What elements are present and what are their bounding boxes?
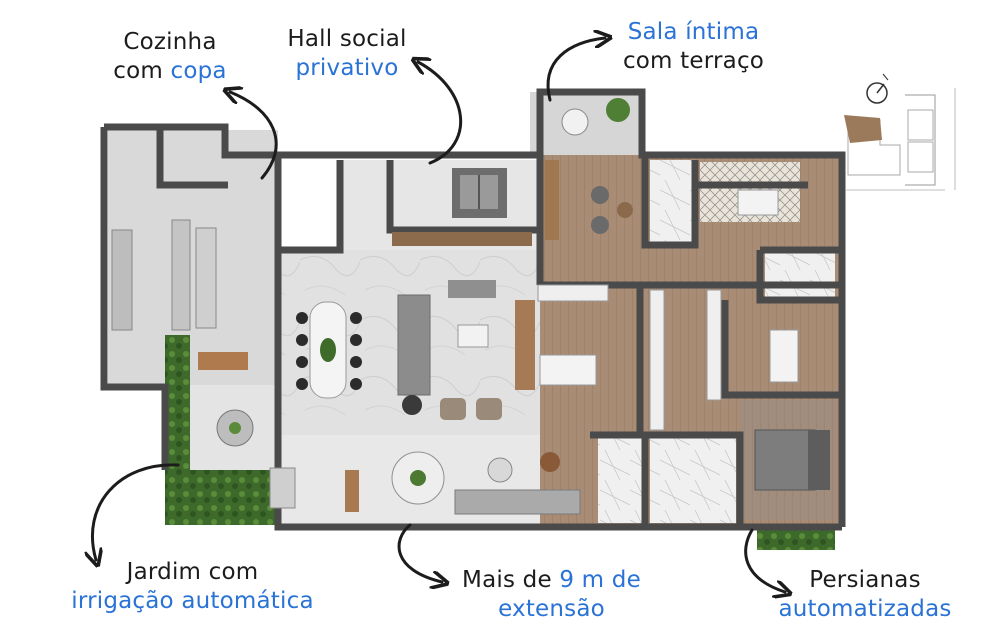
label-hall-line1: Hall social: [287, 26, 407, 52]
label-hall-social: Hall social privativo: [272, 25, 422, 83]
arrow-hall-icon: [418, 62, 463, 165]
arrow-mais-icon: [397, 523, 442, 582]
curved-arrow-icon: [92, 38, 785, 592]
label-jardim-accent: irrigação automática: [71, 588, 314, 614]
label-mais-line2: extensão: [498, 596, 605, 622]
label-persianas-line1: Persianas: [809, 567, 921, 593]
arrow-sala-icon: [546, 38, 605, 102]
label-cozinha: Cozinha com copa: [100, 28, 240, 86]
arrow-cozinha-icon: [230, 92, 278, 180]
label-persianas-accent: automatizadas: [778, 596, 952, 622]
label-cozinha-line1: Cozinha: [123, 29, 217, 55]
label-sala-intima: Sala íntima com terraço: [606, 18, 781, 76]
furniture: [111, 98, 830, 515]
compass-icon: [866, 73, 889, 104]
label-hall-accent: privativo: [295, 55, 399, 81]
garden-strip: [165, 335, 190, 470]
label-sala-accent: Sala íntima: [627, 19, 760, 45]
key-plan: [844, 88, 956, 191]
arrow-jardim-icon: [92, 463, 180, 560]
bathroom-3: [598, 438, 643, 523]
label-cozinha-line2a: com: [113, 58, 171, 84]
garden-bed: [165, 470, 277, 525]
bathroom-4: [650, 438, 736, 523]
walls: [100, 88, 846, 531]
arrow-persianas-icon: [744, 528, 785, 592]
kitchen-floor: [108, 130, 278, 385]
label-mais-accent: 9 m de: [559, 567, 641, 593]
label-cozinha-accent: copa: [170, 58, 227, 84]
label-jardim: Jardim com irrigação automática: [40, 558, 345, 616]
label-mais-line1: Mais de 9 m de: [444, 566, 659, 595]
bathroom-2: [765, 252, 835, 297]
label-sala-line2: com terraço: [622, 48, 765, 74]
label-jardim-line1: Jardim com: [126, 559, 259, 585]
label-persianas: Persianas automatizadas: [760, 566, 970, 624]
label-mais-de-9m: Mais de 9 m de extensão: [444, 566, 659, 624]
label-cozinha-line2: com copa: [100, 57, 240, 86]
bathroom-1: [650, 160, 695, 242]
planter: [757, 528, 835, 550]
label-mais-line1a: Mais de: [462, 567, 560, 593]
